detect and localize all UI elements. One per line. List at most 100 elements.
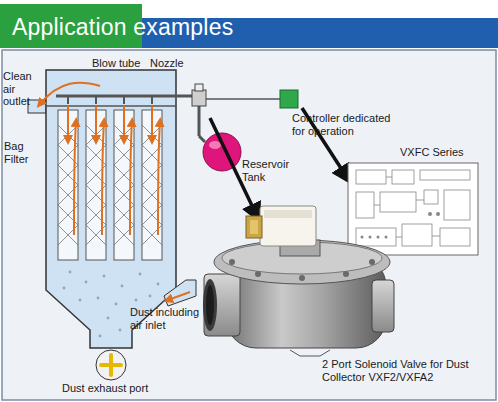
illustration-part (377, 236, 380, 239)
illustration-part (209, 141, 221, 149)
illustration-part (123, 96, 125, 104)
title-band (0, 4, 498, 48)
illustration-part (85, 281, 88, 284)
illustration-part (229, 259, 235, 265)
part-name: Dust exhaust port (62, 382, 192, 395)
part-name: Nozzle (150, 57, 200, 70)
illustration-part (195, 84, 203, 91)
product-name: 2 Port Solenoid Valve for Dust Collector… (322, 358, 492, 383)
illustration-part (79, 299, 82, 302)
illustration-part (40, 83, 100, 104)
illustration-part (149, 295, 152, 298)
illustration-part (229, 259, 375, 281)
illustration-part (101, 355, 121, 375)
callout-text: Controller dedicated for operation (292, 112, 404, 137)
illustration-part (436, 212, 440, 216)
frame (2, 50, 496, 400)
illustration-part (420, 170, 470, 180)
illustration-part (103, 275, 106, 278)
illustration-part (97, 297, 100, 300)
illustration-part (119, 329, 122, 332)
illustration-part (199, 136, 205, 142)
illustration-part (214, 240, 390, 284)
illustration-part (130, 122, 132, 235)
illustration-part (115, 303, 118, 306)
illustration-part (198, 106, 201, 136)
solenoid-valve-illustration (203, 206, 394, 356)
illustration-part (40, 83, 190, 300)
illustration-part (68, 96, 152, 104)
illustration-part (440, 228, 470, 246)
illustration-part (348, 163, 478, 255)
illustration-part (356, 228, 396, 246)
series-name: VXFC Series (400, 146, 490, 159)
illustration-part (46, 105, 176, 107)
part-name: Reservoir Tank (242, 158, 308, 183)
illustration-part (107, 317, 110, 320)
illustration-part (206, 285, 214, 325)
illustration-part (369, 259, 375, 265)
illustration-part (343, 271, 349, 277)
illustration-part (151, 106, 153, 140)
illustration-part (168, 292, 190, 300)
illustration-part (255, 271, 261, 277)
illustration-part (203, 279, 217, 331)
illustration-part (372, 280, 394, 332)
air-supply (192, 84, 298, 171)
illustration-part (290, 350, 330, 356)
illustration-part (164, 280, 196, 306)
illustration-part (95, 96, 97, 104)
illustration-part (392, 170, 414, 184)
illustration-part (361, 212, 441, 239)
illustration-part (361, 236, 364, 239)
illustration-part (280, 90, 298, 108)
illustration-part (135, 299, 138, 302)
illustration-part (58, 110, 162, 260)
illustration-part (67, 96, 69, 104)
title-text: Application examples (12, 16, 233, 39)
illustration-part (299, 275, 305, 281)
illustration-part (151, 96, 153, 104)
illustration-part (121, 285, 124, 288)
illustration-part (380, 192, 416, 212)
controller-board (348, 163, 478, 255)
illustration-part (67, 106, 69, 140)
illustration-part (102, 122, 104, 235)
part-name: Dust including air inlet (130, 306, 210, 331)
illustration-part (204, 274, 240, 336)
illustration-part (428, 212, 432, 216)
illustration-part (369, 236, 372, 239)
illustration-part (246, 216, 262, 238)
dust-collector (28, 70, 196, 380)
illustration-part (99, 335, 102, 338)
illustration-part (123, 106, 125, 140)
illustration-part (96, 350, 126, 380)
illustration-part (402, 224, 432, 246)
illustration-part (109, 355, 113, 375)
illustration-part (157, 283, 160, 286)
illustration-part (192, 90, 206, 106)
illustration-part (424, 190, 438, 204)
illustration-part (69, 271, 72, 274)
illustration-part (203, 133, 241, 171)
illustration-part (63, 287, 66, 290)
illustration-part (385, 236, 388, 239)
illustration-part (95, 106, 97, 140)
illustration-part (74, 122, 76, 235)
illustration-part (28, 100, 46, 113)
illustration-part (356, 170, 470, 246)
illustration-part (158, 122, 160, 235)
illustration-part (444, 190, 470, 220)
illustration-part (260, 206, 316, 246)
illustration-part (139, 273, 142, 276)
illustration-part (356, 192, 374, 218)
illustration-part (374, 177, 440, 237)
illustration-part (250, 220, 258, 234)
part-name: Clean air outlet (3, 70, 37, 108)
illustration-part (264, 210, 312, 218)
part-name: Bag Filter (4, 140, 38, 165)
illustration-part (56, 95, 196, 98)
illustration-part (206, 98, 280, 100)
